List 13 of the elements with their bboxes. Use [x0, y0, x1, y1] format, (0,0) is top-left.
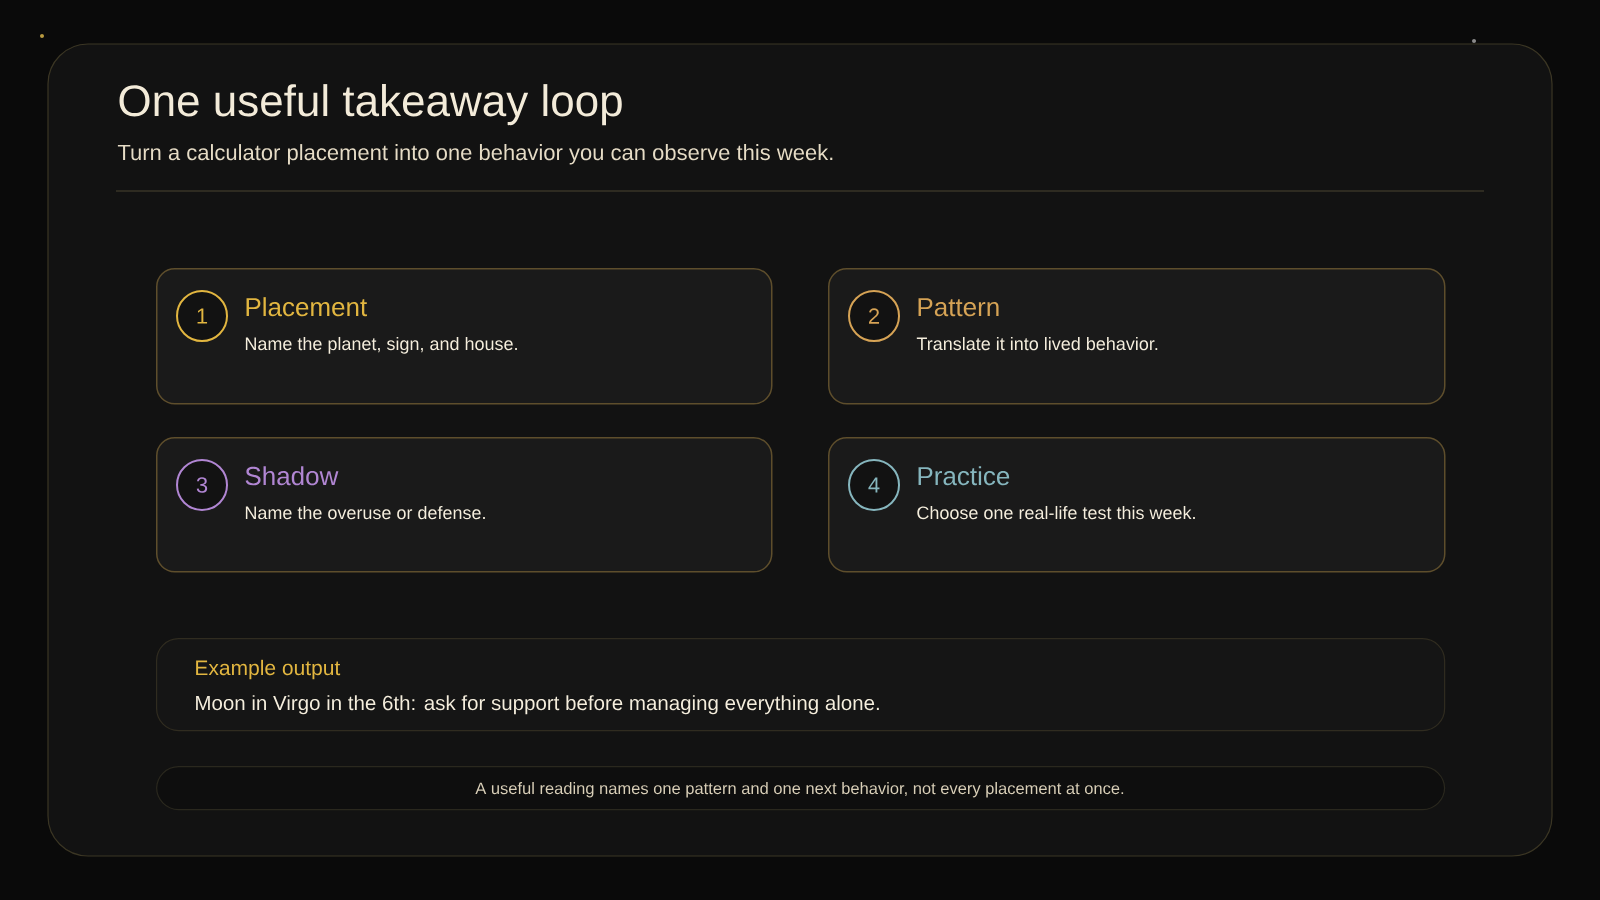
subtitle: Turn a calculator placement into one behavior you can observe this week.	[117, 144, 833, 165]
note-text: A useful reading names one pattern and one next behavior, not every placement at once.	[475, 782, 1124, 798]
card-text: Name the planet, sign, and house.	[245, 336, 517, 354]
card-title: Shadow	[245, 466, 339, 486]
card-title: Placement	[246, 297, 368, 317]
card-title: Practice	[918, 466, 1010, 486]
example-text: Moon in Virgo in the 6th: ask for support before managing everything alone.	[196, 695, 879, 715]
card-text: Choose one real-life test this week.	[917, 505, 1195, 520]
card-title: Pattern	[918, 298, 999, 317]
card-text: Translate it into lived behavior.	[916, 336, 1158, 351]
example-heading: Example output	[196, 659, 341, 680]
title: One useful takeaway loop	[119, 84, 622, 126]
card-text: Name the overuse or defense.	[245, 505, 485, 520]
